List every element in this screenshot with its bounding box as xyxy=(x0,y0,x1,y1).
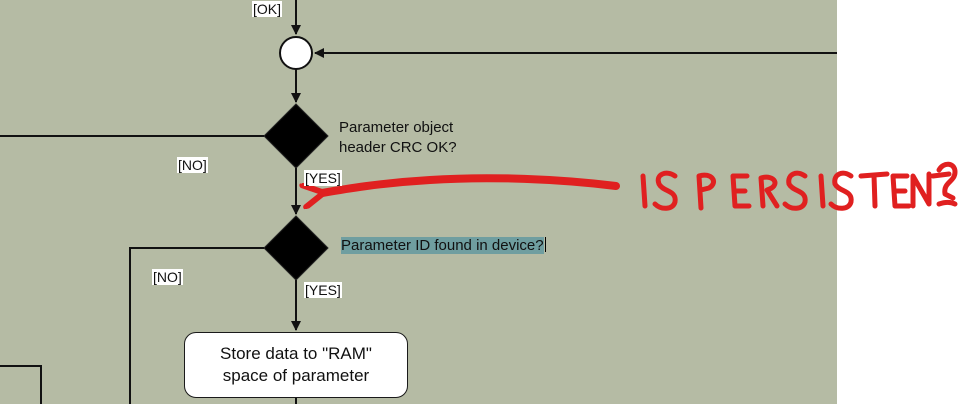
decision-label-param-id[interactable]: Parameter ID found in device? xyxy=(341,237,544,254)
guard-yes-param-id: [YES] xyxy=(304,282,342,298)
connector-decision2-no[interactable] xyxy=(129,247,264,404)
guard-yes-crc: [YES] xyxy=(304,170,342,186)
action-store-ram[interactable]: Store data to "RAM" space of parameter xyxy=(184,332,408,398)
handwritten-annotation xyxy=(640,170,952,211)
guard-no-crc: [NO] xyxy=(177,157,208,173)
text-cursor xyxy=(544,237,546,252)
partial-node-left[interactable] xyxy=(0,365,42,404)
handwritten-question-mark xyxy=(936,161,958,207)
decision-label-param-id-wrapper[interactable]: Parameter ID found in device? xyxy=(341,237,546,254)
merge-node[interactable] xyxy=(279,36,313,70)
decision-node-param-id[interactable] xyxy=(263,215,329,281)
guard-no-param-id: [NO] xyxy=(152,269,183,285)
guard-ok: [OK] xyxy=(252,1,283,17)
decision-label-crc: Parameter object header CRC OK? xyxy=(339,119,457,156)
decision-node-crc[interactable] xyxy=(263,103,329,169)
diagram-canvas[interactable] xyxy=(0,0,837,404)
red-annotation-arrow xyxy=(322,174,620,193)
